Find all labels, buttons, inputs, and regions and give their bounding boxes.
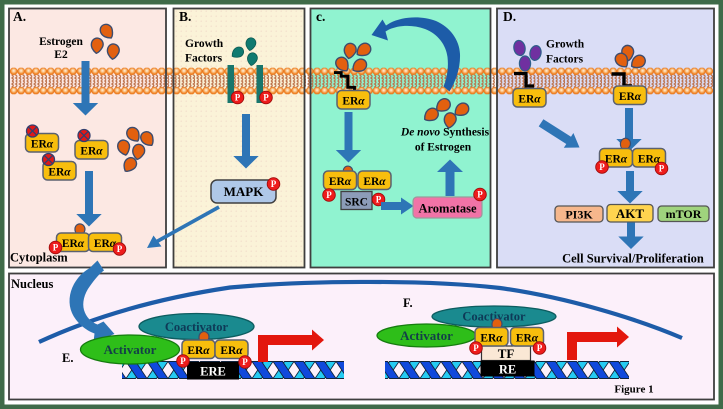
svg-text:mTOR: mTOR [666,207,702,221]
svg-text:ERE: ERE [200,365,226,379]
svg-text:Factors: Factors [185,53,223,65]
svg-text:Growth: Growth [185,38,224,50]
svg-text:Activator: Activator [400,328,453,343]
svg-text:of Estrogen: of Estrogen [415,142,472,154]
svg-text:Estrogen: Estrogen [39,36,83,48]
svg-text:c.: c. [316,9,325,24]
svg-text:Factors: Factors [546,54,584,66]
svg-text:Coactivator: Coactivator [165,320,229,334]
svg-text:PI3K: PI3K [565,208,593,222]
svg-text:RE: RE [499,363,516,377]
svg-text:Activator: Activator [104,342,157,357]
svg-text:A.: A. [13,9,26,24]
svg-text:E.: E. [62,351,73,365]
svg-text:Coactivator: Coactivator [462,310,526,324]
svg-text:De novo Synthesis: De novo Synthesis [400,127,490,139]
svg-text:B.: B. [179,9,191,24]
svg-text:F.: F. [403,296,413,310]
svg-text:Growth: Growth [546,39,585,51]
svg-text:TF: TF [498,346,515,361]
svg-text:Cytoplasm: Cytoplasm [10,251,68,265]
svg-text:Aromatase: Aromatase [418,202,477,216]
svg-text:Cell Survival/Proliferation: Cell Survival/Proliferation [562,252,704,266]
svg-text:Nucleus: Nucleus [11,277,54,291]
svg-text:SRC: SRC [345,197,368,209]
svg-text:E2: E2 [54,49,68,61]
svg-text:D.: D. [503,9,516,24]
svg-text:Figure 1: Figure 1 [614,384,653,396]
svg-text:AKT: AKT [616,206,645,221]
svg-text:MAPK: MAPK [224,184,265,199]
